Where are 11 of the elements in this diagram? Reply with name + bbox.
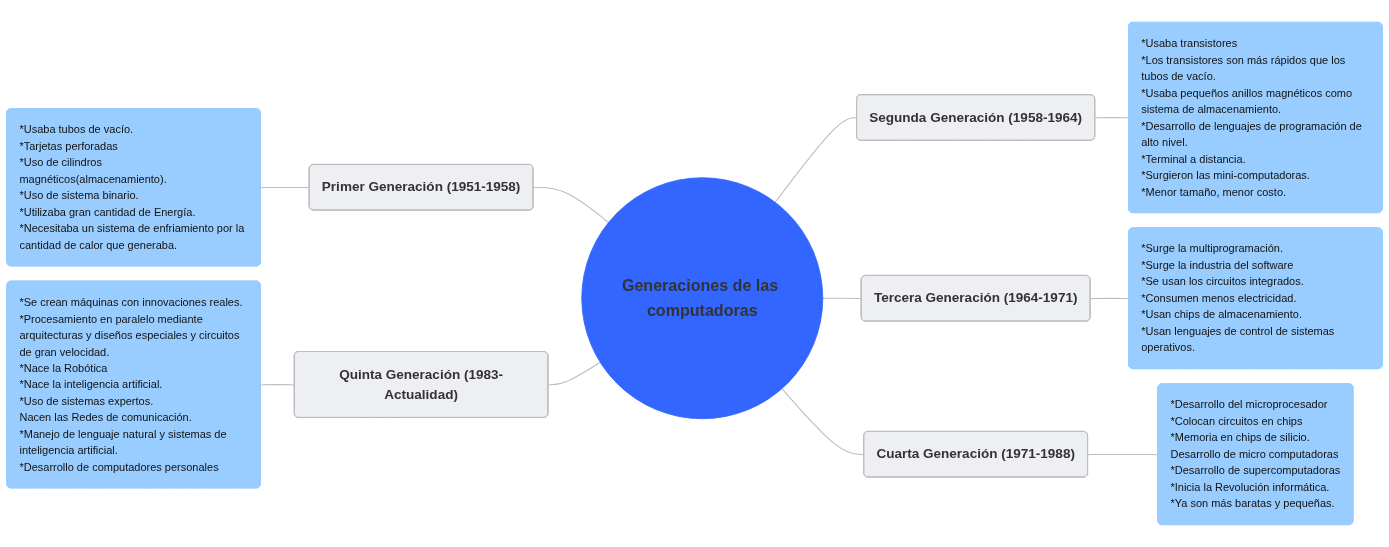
connector bbox=[547, 361, 601, 386]
connector bbox=[822, 297, 863, 300]
connector bbox=[1087, 453, 1159, 456]
connector bbox=[774, 117, 858, 203]
connector bbox=[1094, 117, 1130, 119]
connector bbox=[260, 384, 296, 386]
connector bbox=[532, 187, 610, 224]
connector bbox=[260, 186, 311, 189]
connector bbox=[781, 388, 865, 456]
node-circle: Generaciones de las computadoras bbox=[581, 177, 824, 420]
connector bbox=[1090, 297, 1130, 300]
